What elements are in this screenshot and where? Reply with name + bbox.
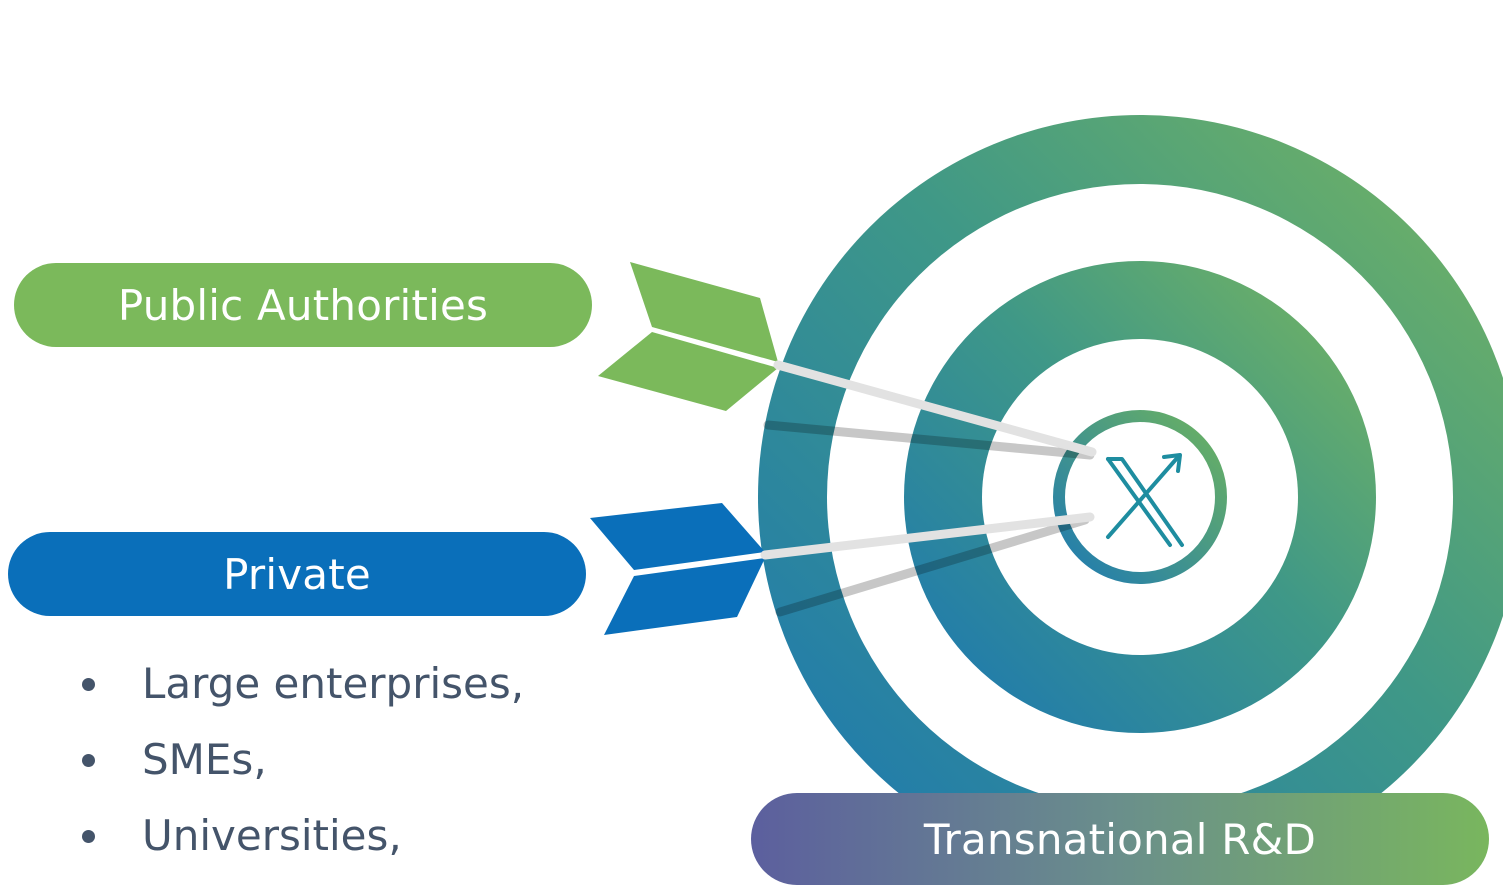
transnational-label: Transnational R&D (751, 793, 1489, 885)
bullet-icon (82, 754, 95, 767)
private-label: Private (8, 532, 586, 616)
bullet-icon (82, 678, 95, 691)
arrow-icon (598, 262, 1097, 457)
arrow-icon (590, 503, 1095, 635)
transnational-logo-icon (1053, 410, 1227, 584)
list-item-text: Large enterprises, (142, 659, 525, 708)
list-item-text: Universities, (142, 811, 402, 860)
target-icon (758, 115, 1503, 872)
list-item-text: SMEs, (142, 735, 267, 784)
public-authorities-text: Public Authorities (117, 280, 489, 330)
bullet-icon (82, 830, 95, 843)
private-stakeholder-list: Large enterprises, SMEs, Universities, (80, 652, 524, 880)
list-item: Universities, (80, 804, 524, 880)
public-authorities-label: Public Authorities (14, 263, 592, 347)
private-text: Private (223, 549, 371, 599)
transnational-text: Transnational R&D (923, 814, 1317, 864)
list-item: SMEs, (80, 728, 524, 804)
target-gap-inner (982, 339, 1298, 655)
list-item: Large enterprises, (80, 652, 524, 728)
arrow-shadows (763, 420, 1095, 617)
